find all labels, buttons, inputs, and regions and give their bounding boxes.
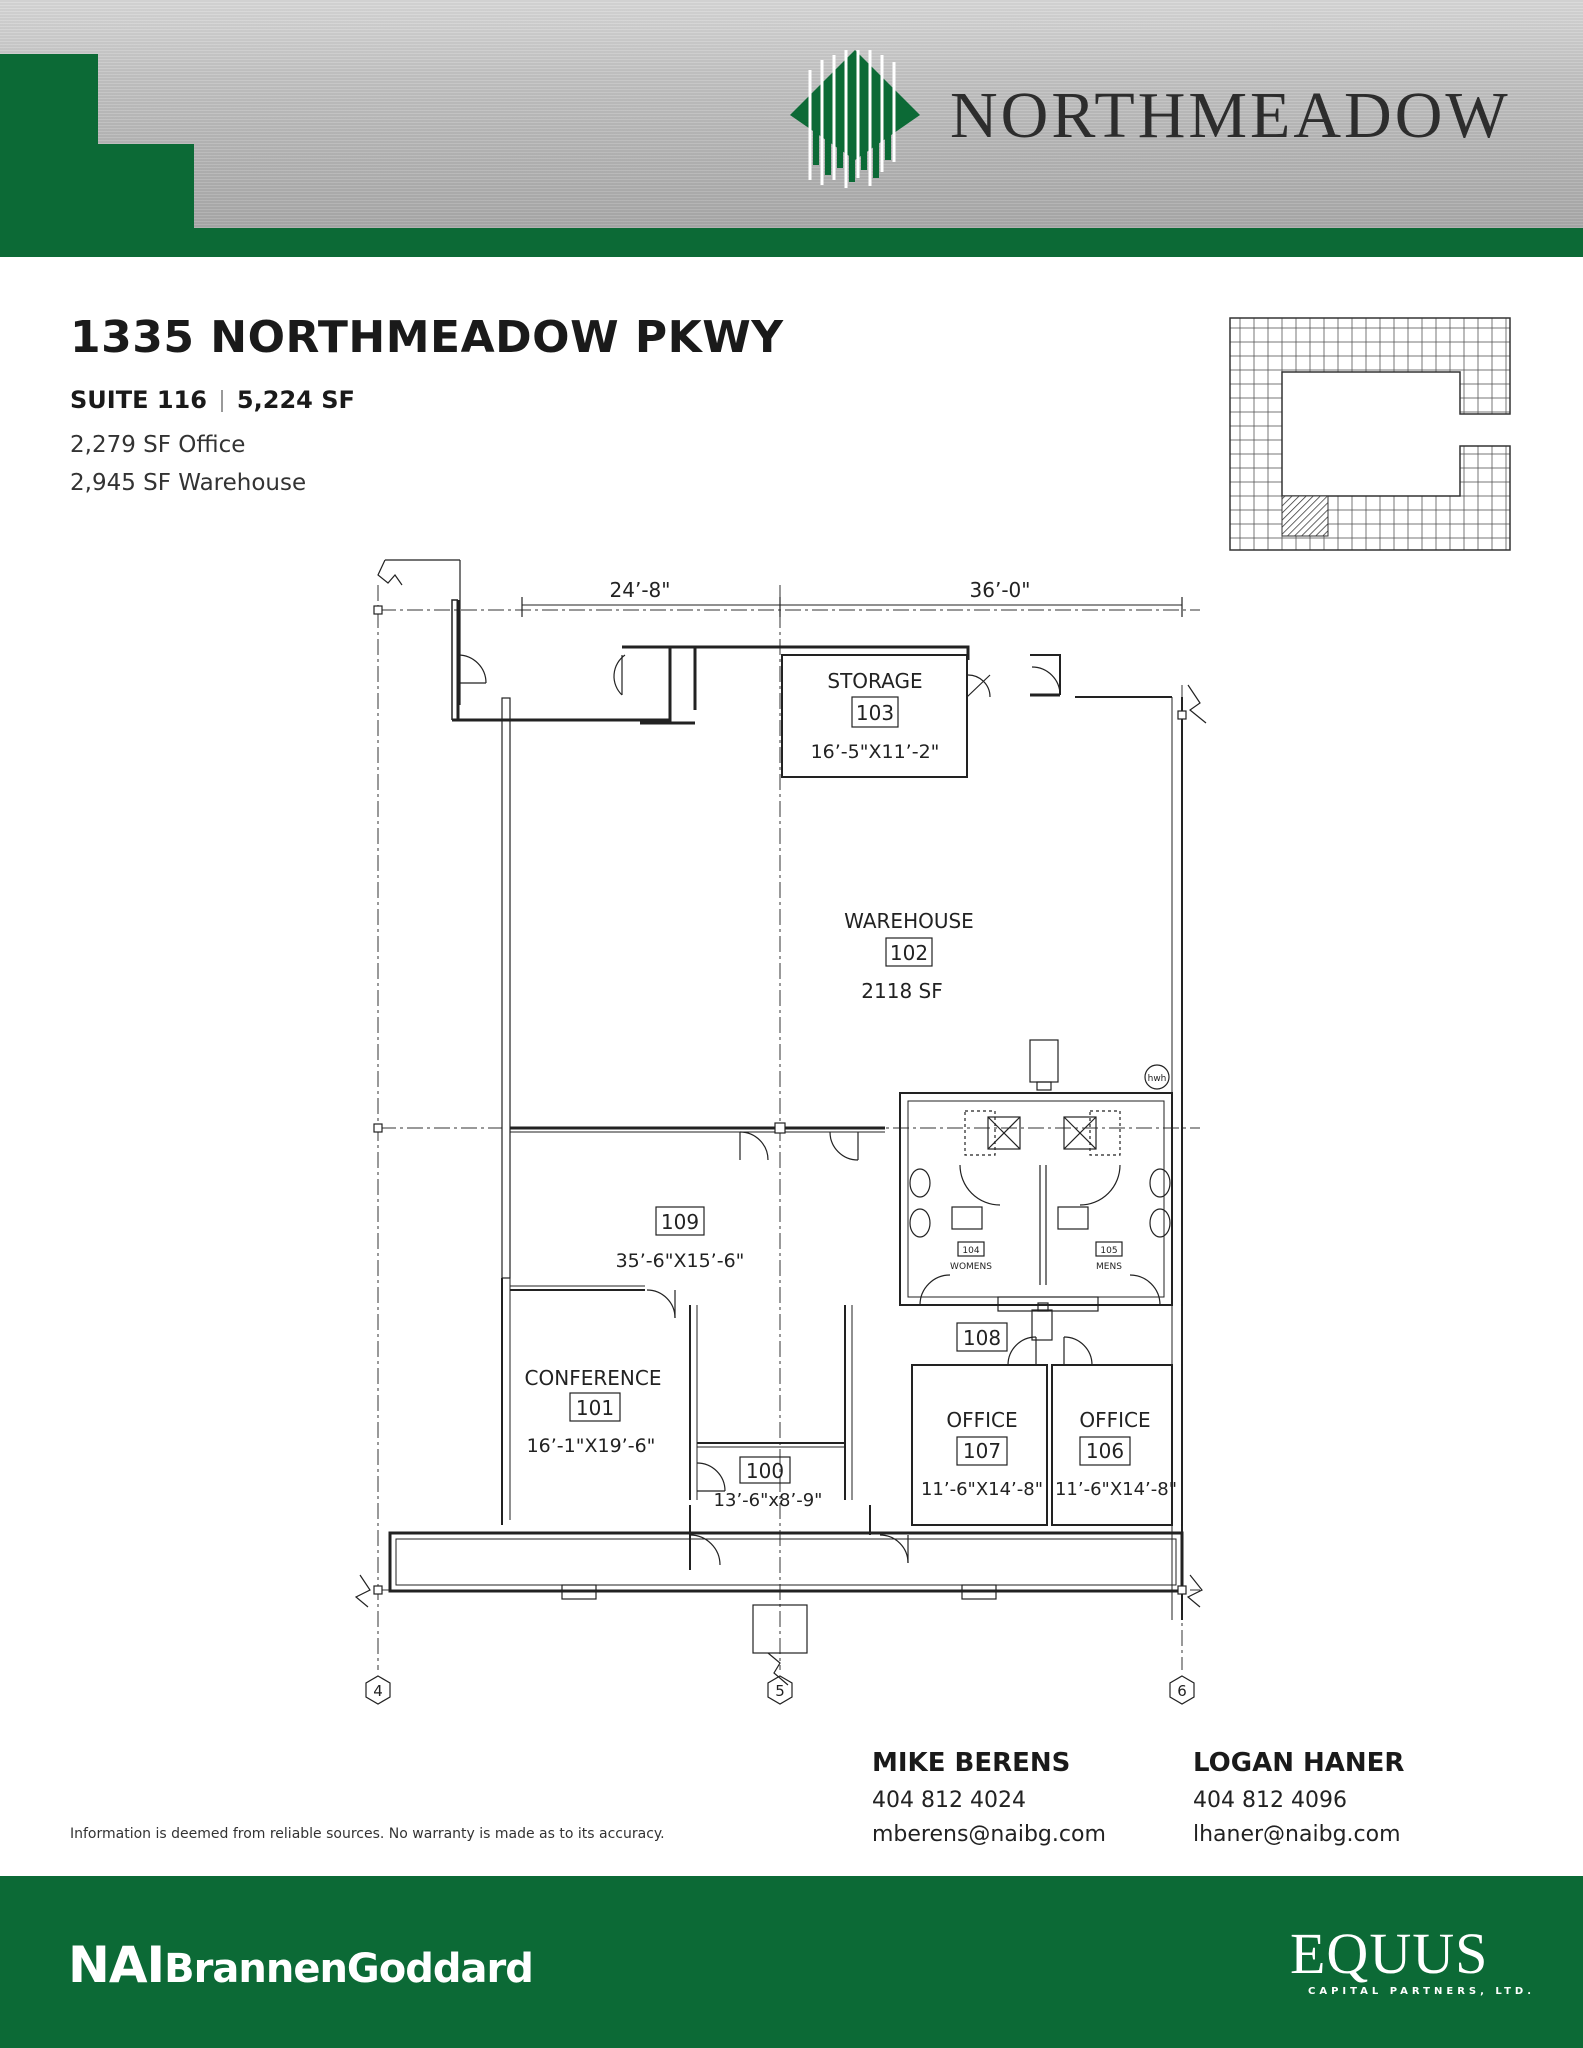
room-108-number: 108 [963, 1326, 1001, 1350]
nai-brannen-goddard-logo: NAIBrannenGoddard [68, 1936, 534, 1994]
room-104-number: 104 [962, 1246, 979, 1256]
office-107-label: OFFICE [946, 1408, 1017, 1432]
property-address: 1335 NORTHMEADOW PKWY [70, 312, 784, 363]
room-105-name: MENS [1096, 1262, 1122, 1272]
warehouse-number: 102 [890, 941, 928, 965]
room-109-size: 35’-6"X15’-6" [616, 1250, 745, 1272]
contact-email-2[interactable]: lhaner@naibg.com [1193, 1822, 1401, 1847]
conference-label: CONFERENCE [525, 1366, 662, 1390]
warehouse-size: 2118 SF [861, 979, 942, 1003]
office-106-label: OFFICE [1079, 1408, 1150, 1432]
total-sf: 5,224 SF [236, 386, 355, 414]
contact-name-2: LOGAN HANER [1193, 1748, 1405, 1778]
suite-line: SUITE 116 5,224 SF [70, 386, 355, 414]
room-100-size: 13’-6"x8’-9" [714, 1490, 823, 1511]
room-105-number: 105 [1100, 1246, 1117, 1256]
grid-label-5: 5 [775, 1682, 785, 1700]
contact-email-1[interactable]: mberens@naibg.com [872, 1822, 1106, 1847]
contact-phone-1[interactable]: 404 812 4024 [872, 1788, 1026, 1813]
office-106-number: 106 [1086, 1439, 1124, 1463]
warehouse-sf: 2,945 SF Warehouse [70, 470, 307, 496]
key-plan-thumbnail [1229, 317, 1511, 551]
warehouse-label: WAREHOUSE [844, 909, 974, 933]
footer-band [0, 1876, 1583, 2048]
equus-subtitle: CAPITAL PARTNERS, LTD. [1308, 1986, 1536, 1997]
office-106-size: 11’-6"X14’-8" [1055, 1479, 1177, 1500]
grid-label-6: 6 [1177, 1682, 1187, 1700]
floor-plan: 24’-8" 36’-0" STORAGE 103 16’-5"X11’-2" … [354, 559, 1207, 1705]
disclaimer-text: Information is deemed from reliable sour… [70, 1826, 665, 1842]
northmeadow-logo-icon [790, 50, 920, 188]
room-100-number: 100 [746, 1459, 784, 1483]
room-109-number: 109 [661, 1210, 699, 1234]
conference-size: 16’-1"X19’-6" [527, 1435, 656, 1457]
water-heater-label: hwh [1148, 1074, 1167, 1084]
storage-label: STORAGE [827, 669, 922, 693]
office-107-number: 107 [963, 1439, 1001, 1463]
equus-logo: EQUUS [1290, 1921, 1489, 1986]
dimension-left: 24’-8" [610, 578, 671, 602]
northmeadow-wordmark: NORTHMEADOW [950, 79, 1511, 152]
grid-label-4: 4 [373, 1682, 383, 1700]
room-104-name: WOMENS [950, 1262, 992, 1272]
office-sf: 2,279 SF Office [70, 432, 246, 458]
storage-size: 16’-5"X11’-2" [811, 741, 940, 763]
contact-phone-2[interactable]: 404 812 4096 [1193, 1788, 1347, 1813]
conference-number: 101 [576, 1396, 614, 1420]
suite-number: SUITE 116 [70, 386, 207, 414]
storage-number: 103 [856, 701, 894, 725]
divider [220, 390, 223, 412]
office-107-size: 11’-6"X14’-8" [921, 1479, 1043, 1500]
contact-name-1: MIKE BERENS [872, 1748, 1071, 1778]
dimension-right: 36’-0" [970, 578, 1031, 602]
